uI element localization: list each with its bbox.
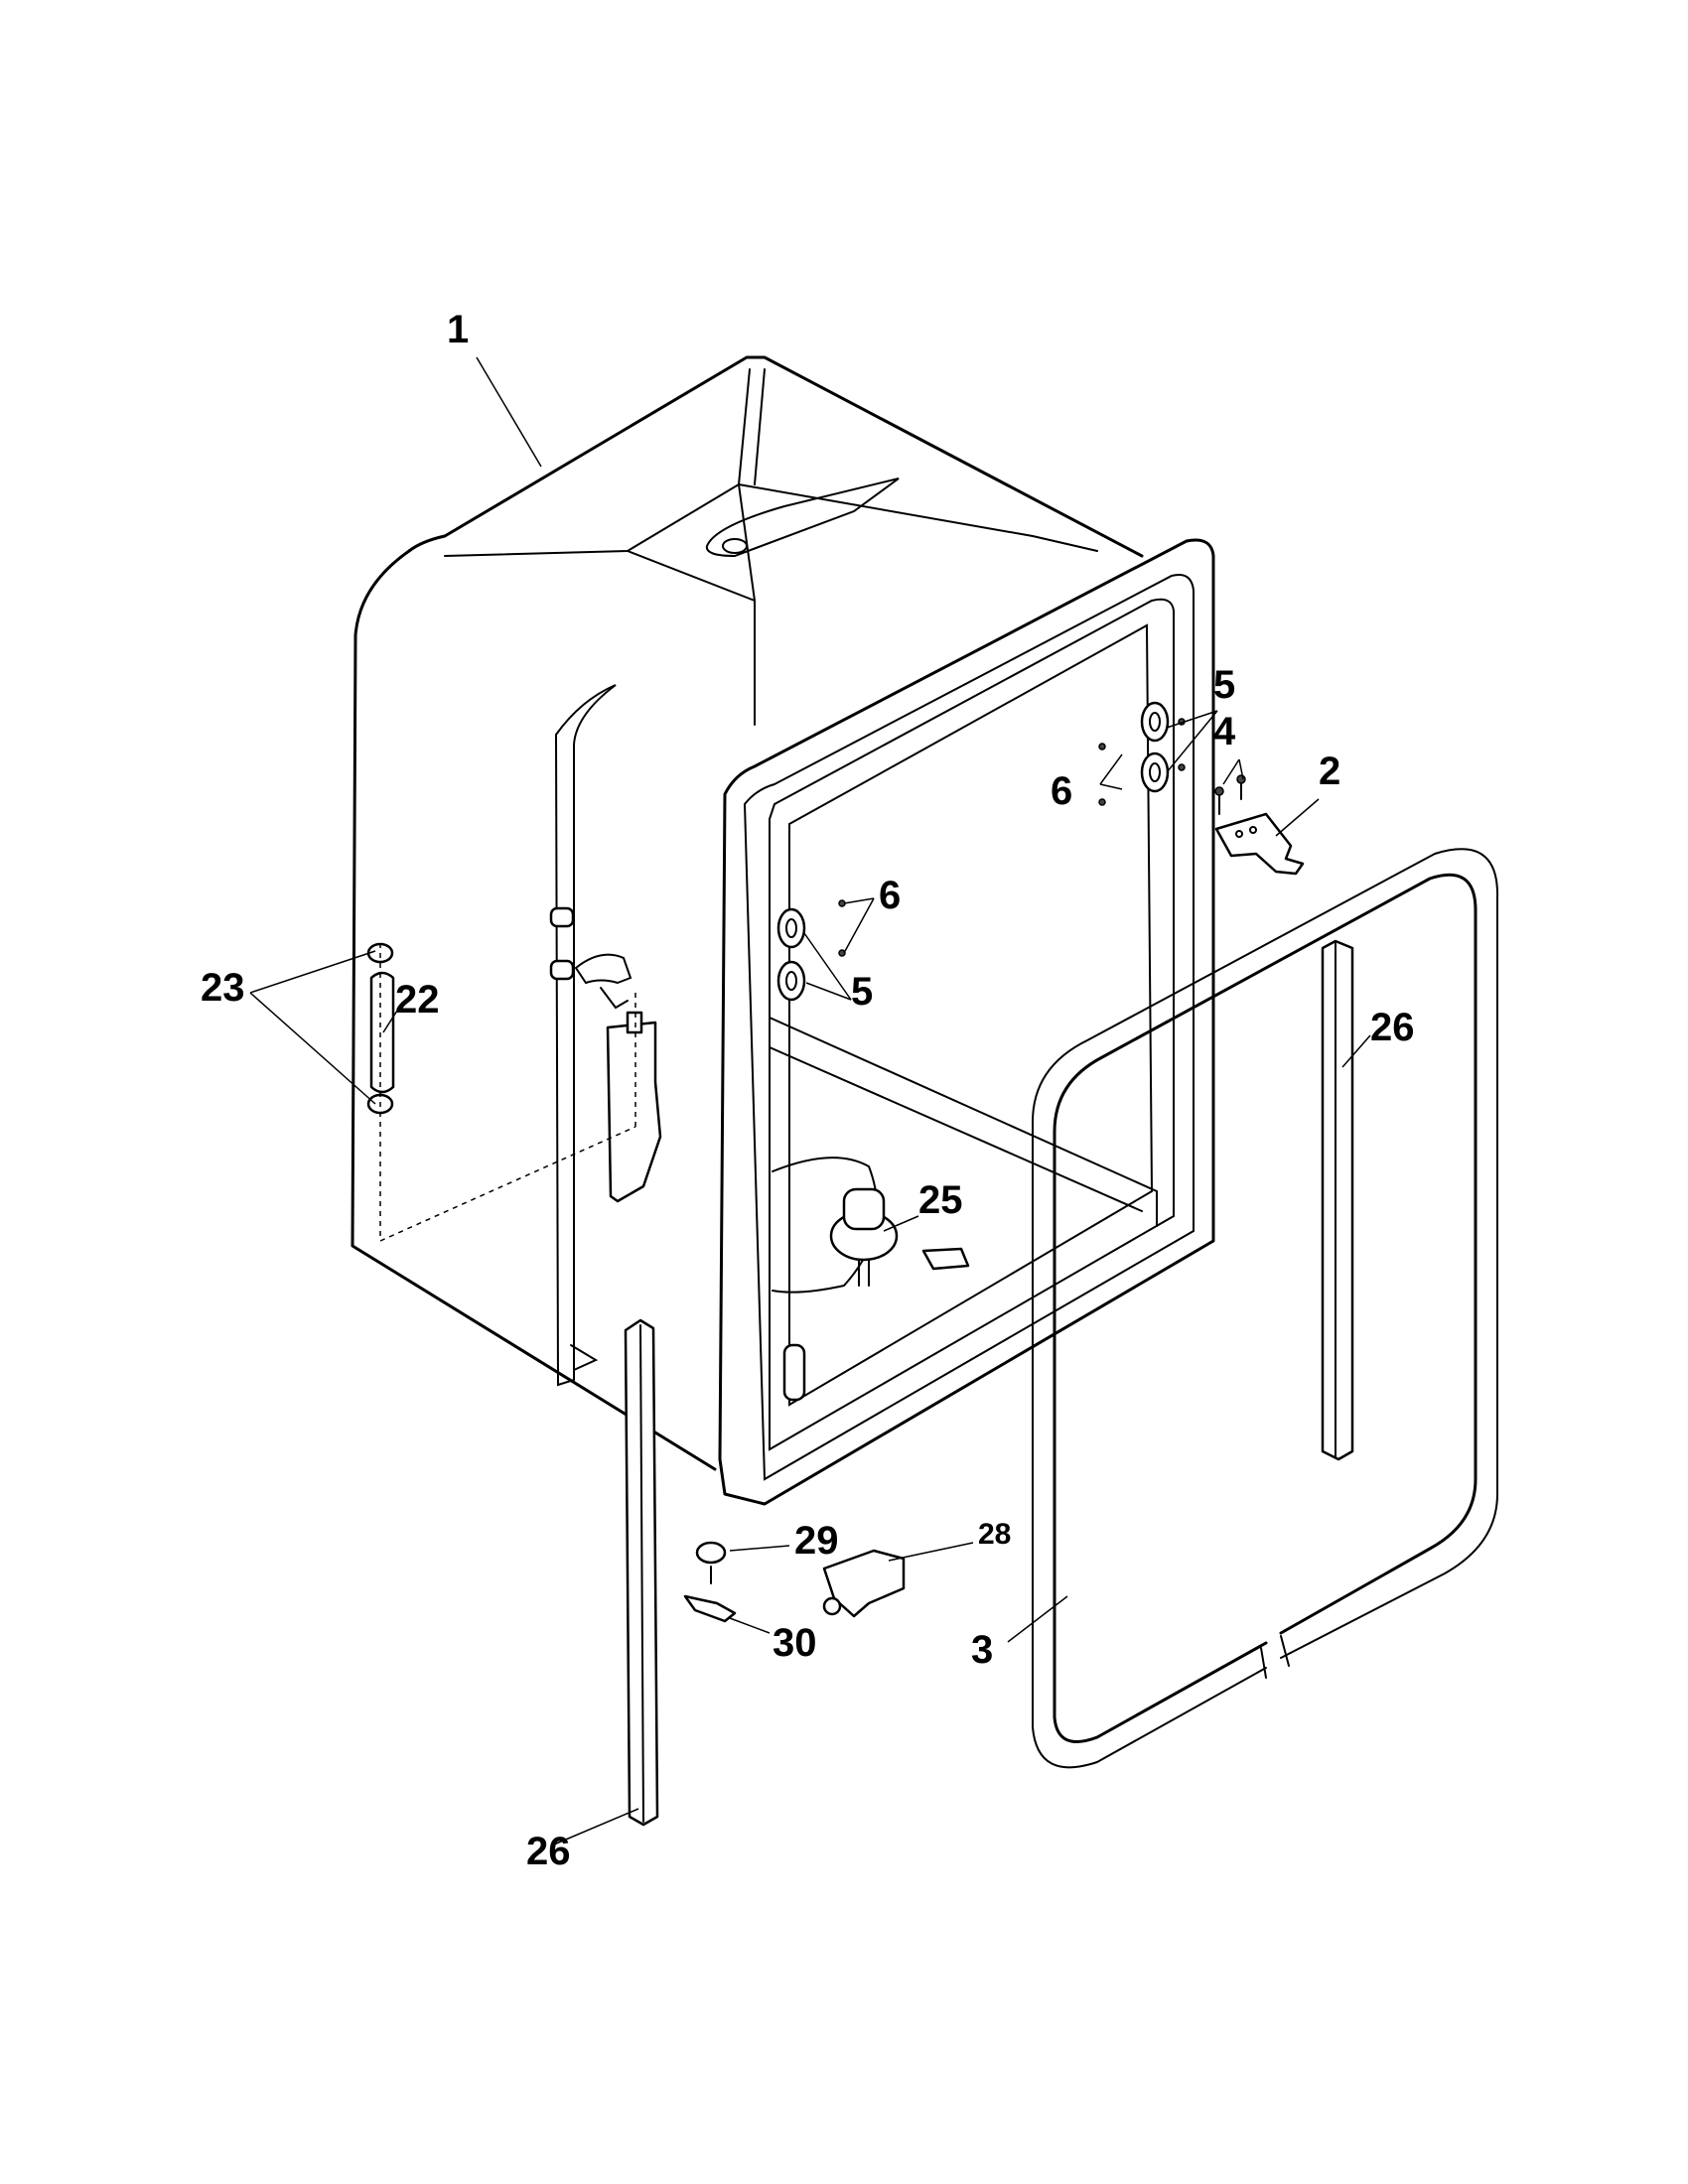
roller-set-upper <box>1098 701 1186 806</box>
seal-strip-part-26-left <box>624 1318 659 1827</box>
callout-6-lower: 6 <box>879 874 901 917</box>
callout-6-upper: 6 <box>1051 769 1072 813</box>
callout-25: 25 <box>918 1178 963 1222</box>
switch-part-28 <box>822 1549 906 1618</box>
roller-set-lower <box>776 899 846 1002</box>
callout-28: 28 <box>978 1518 1011 1551</box>
float-part-25 <box>829 1187 970 1287</box>
leader-lines <box>249 356 1371 1845</box>
callout-4: 4 <box>1213 710 1236 753</box>
callout-2: 2 <box>1319 750 1340 793</box>
callout-26-right: 26 <box>1370 1006 1415 1049</box>
seal-strip-part-26-right <box>1321 939 1354 1461</box>
callout-5-upper: 5 <box>1213 663 1235 707</box>
callout-labels: 1 2 3 4 5 5 6 6 22 23 25 26 26 28 29 30 <box>201 308 1415 1873</box>
bracket-part-30 <box>683 1594 737 1623</box>
side-strip-part-22 <box>369 971 395 1094</box>
assembly-guide-line <box>379 943 636 1243</box>
door-gasket-part-3 <box>1032 848 1499 1769</box>
screws-part-4 <box>1214 774 1246 815</box>
callout-22: 22 <box>395 978 440 1022</box>
callout-29: 29 <box>794 1519 839 1563</box>
tub-part-1 <box>351 355 1144 1471</box>
door-frame <box>718 538 1215 1506</box>
callout-5-lower: 5 <box>851 970 873 1014</box>
callout-26-left: 26 <box>526 1830 571 1873</box>
bracket-part-2 <box>1214 812 1305 876</box>
callout-1: 1 <box>447 308 469 351</box>
button-part-29 <box>695 1541 727 1584</box>
callout-3: 3 <box>971 1628 993 1672</box>
callout-23: 23 <box>201 966 245 1010</box>
callout-30: 30 <box>773 1621 817 1665</box>
